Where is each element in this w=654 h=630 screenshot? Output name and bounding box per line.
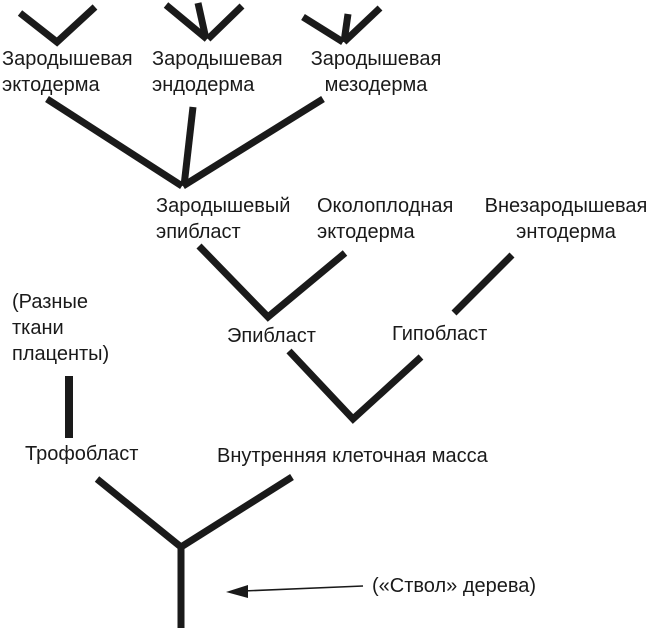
branch-to-epiblast [196,243,348,322]
node-embryonic-epiblast: Зародышевый эпибласт [156,195,291,243]
node-epiblast: Эпибласт [227,325,316,347]
branch-to-inner-cell-mass [286,348,424,424]
branch-germ-layers-to-epiblast [45,96,325,189]
node-amniotic-ectoderm: Околоплодная эктодерма [317,195,454,243]
node-embryonic-endoderm: Зародышевая эндодерма [152,48,283,96]
fork-mesoderm [301,5,383,45]
node-embryonic-ectoderm: Зародышевая эктодерма [2,48,133,96]
node-trophoblast: Трофобласт [25,443,139,465]
note-placenta-tissues: (Разные ткани плаценты) [12,291,110,365]
trunk-branches [94,474,294,628]
fork-ectoderm [17,4,98,47]
node-inner-cell-mass: Внутренняя клеточная масса [217,445,488,467]
node-extraembryonic-endoderm: Внезародышевая энтодерма [484,195,648,243]
fork-endoderm [163,2,245,42]
node-embryonic-mesoderm: Зародышевая мезодерма [310,48,442,96]
arrow-left-icon [226,585,364,598]
note-tree-trunk: («Ствол» дерева) [372,575,537,597]
branch-to-hypoblast [451,252,515,316]
node-hypoblast: Гипобласт [392,323,488,345]
